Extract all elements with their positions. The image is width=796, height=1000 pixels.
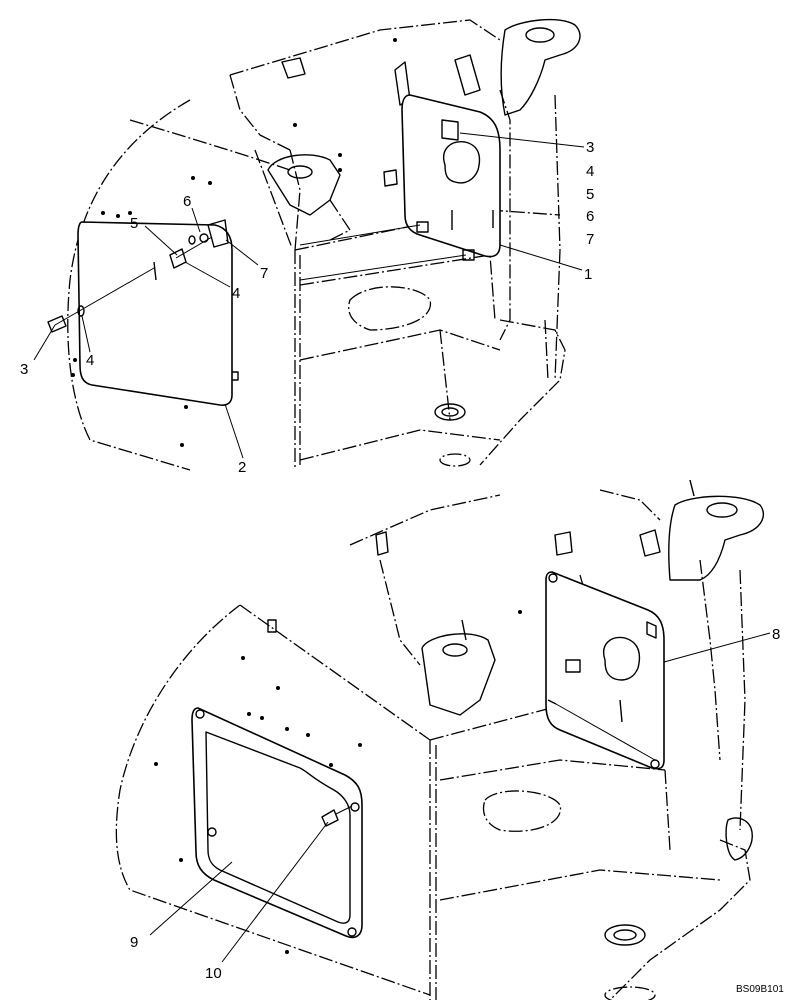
rear-panel-part-8 bbox=[545, 571, 665, 770]
bolt-icon bbox=[47, 315, 67, 333]
callout-2: 2 bbox=[238, 459, 246, 476]
callout-4-right: 4 bbox=[586, 163, 594, 180]
rear-panel-part-1 bbox=[401, 94, 501, 258]
bottom-frame-holes bbox=[154, 610, 602, 954]
callout-4-left: 4 bbox=[86, 352, 94, 369]
top-callouts: 3 4 5 6 7 1 2 3 4 5 6 7 4 bbox=[20, 139, 594, 476]
callout-9: 9 bbox=[130, 934, 138, 951]
callout-6-right: 6 bbox=[586, 208, 594, 225]
bolt-icon-10 bbox=[321, 809, 339, 827]
side-cover-hardware bbox=[47, 219, 229, 333]
washer-icon bbox=[77, 305, 85, 317]
top-frame-assembly bbox=[47, 18, 581, 471]
callout-7-right: 7 bbox=[586, 231, 594, 248]
bottom-cab-outline bbox=[115, 604, 431, 996]
bottom-center-pivot bbox=[421, 633, 496, 716]
callout-5-left: 5 bbox=[130, 215, 138, 232]
bottom-tower-mount bbox=[668, 495, 765, 581]
top-tower-mount bbox=[500, 18, 581, 116]
bottom-frame-assembly bbox=[115, 479, 765, 1000]
callout-3-left: 3 bbox=[20, 361, 28, 378]
callout-10: 10 bbox=[205, 965, 222, 982]
callout-3-right: 3 bbox=[586, 139, 594, 156]
callout-6-left: 6 bbox=[183, 193, 191, 210]
side-cover-gasket-part-9 bbox=[191, 707, 363, 939]
callout-7-left: 7 bbox=[260, 265, 268, 282]
top-center-pivot bbox=[267, 154, 341, 216]
callout-4-mid: 4 bbox=[232, 285, 240, 302]
bottom-callout-leaders bbox=[149, 632, 771, 963]
callout-5-right: 5 bbox=[586, 186, 594, 203]
drawing-code: BS09B101 bbox=[736, 984, 784, 995]
bracket-icon bbox=[207, 219, 229, 248]
side-cover-plate-part-2 bbox=[77, 221, 233, 406]
top-callout-leaders bbox=[33, 132, 585, 459]
top-cab-outline bbox=[67, 99, 191, 471]
callout-1: 1 bbox=[584, 266, 592, 283]
callout-8: 8 bbox=[772, 626, 780, 643]
bottom-callouts: 8 9 10 bbox=[130, 626, 780, 982]
